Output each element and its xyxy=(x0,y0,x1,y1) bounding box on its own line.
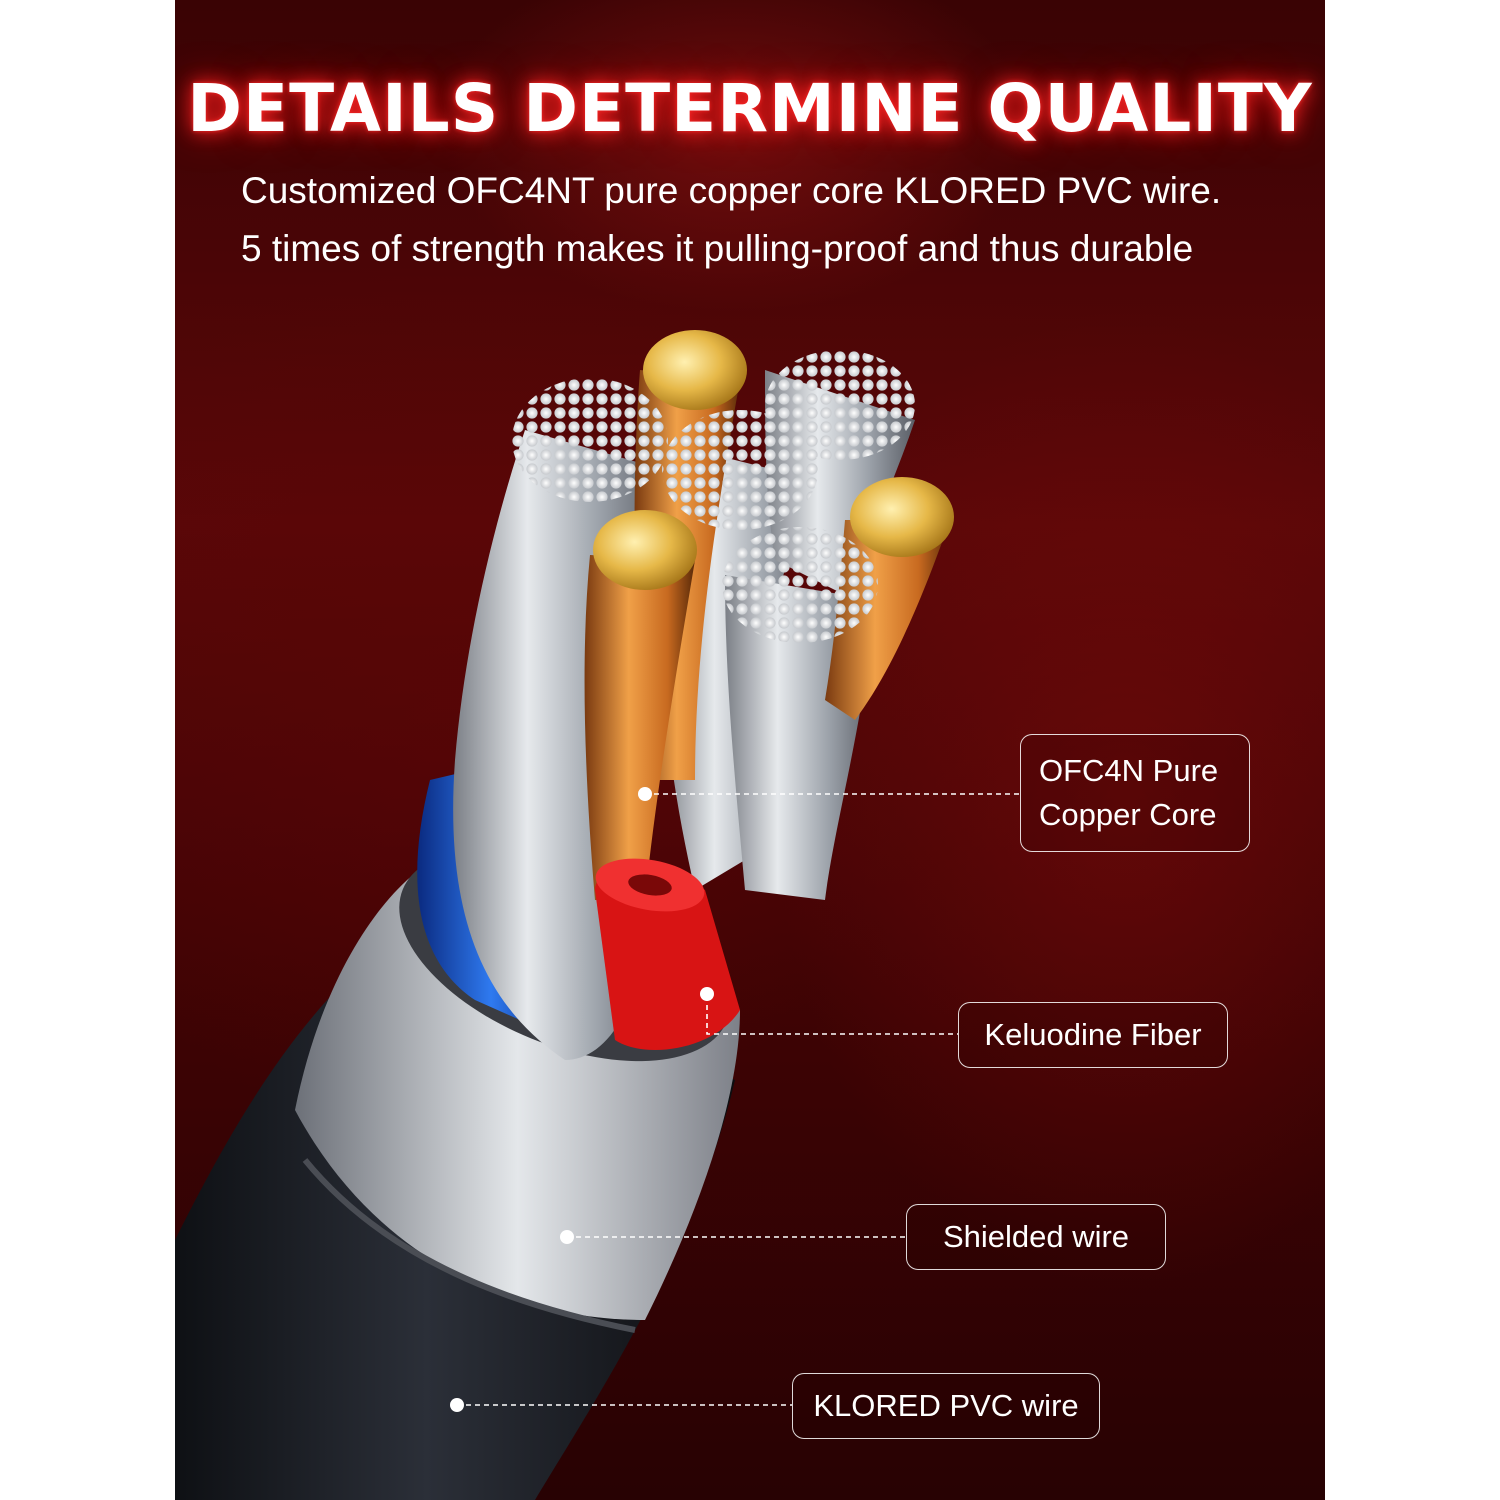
strand-face-1 xyxy=(512,378,668,502)
strand-face-2 xyxy=(662,410,818,530)
gold-tip-2 xyxy=(593,510,697,590)
callout-copper-core-line2: Copper Core xyxy=(1039,797,1217,832)
cable-illustration xyxy=(175,330,1020,1500)
callout-keluodine-fiber: Keluodine Fiber xyxy=(958,1002,1228,1068)
strand-face-3 xyxy=(765,350,915,460)
callout-dot-fiber xyxy=(700,987,714,1001)
product-banner: DETAILS DETERMINE QUALITY Customized OFC… xyxy=(175,0,1325,1500)
callout-shielded-wire: Shielded wire xyxy=(906,1204,1166,1270)
red-fiber xyxy=(595,867,740,1050)
gold-tip-3 xyxy=(850,477,954,557)
callout-copper-core: OFC4N Pure Copper Core xyxy=(1020,734,1250,852)
callout-dot-core xyxy=(638,787,652,801)
subtitle-line-2: 5 times of strength makes it pulling-pro… xyxy=(241,228,1194,269)
subtitle-line-1: Customized OFC4NT pure copper core KLORE… xyxy=(241,170,1222,211)
callout-dot-shield xyxy=(560,1230,574,1244)
gold-tip-1 xyxy=(643,330,747,410)
callout-copper-core-line1: OFC4N Pure xyxy=(1039,753,1219,788)
callout-dot-pvc xyxy=(450,1398,464,1412)
headline: DETAILS DETERMINE QUALITY xyxy=(187,70,1313,147)
strand-face-4 xyxy=(722,527,878,643)
callout-klored-pvc: KLORED PVC wire xyxy=(792,1373,1100,1439)
